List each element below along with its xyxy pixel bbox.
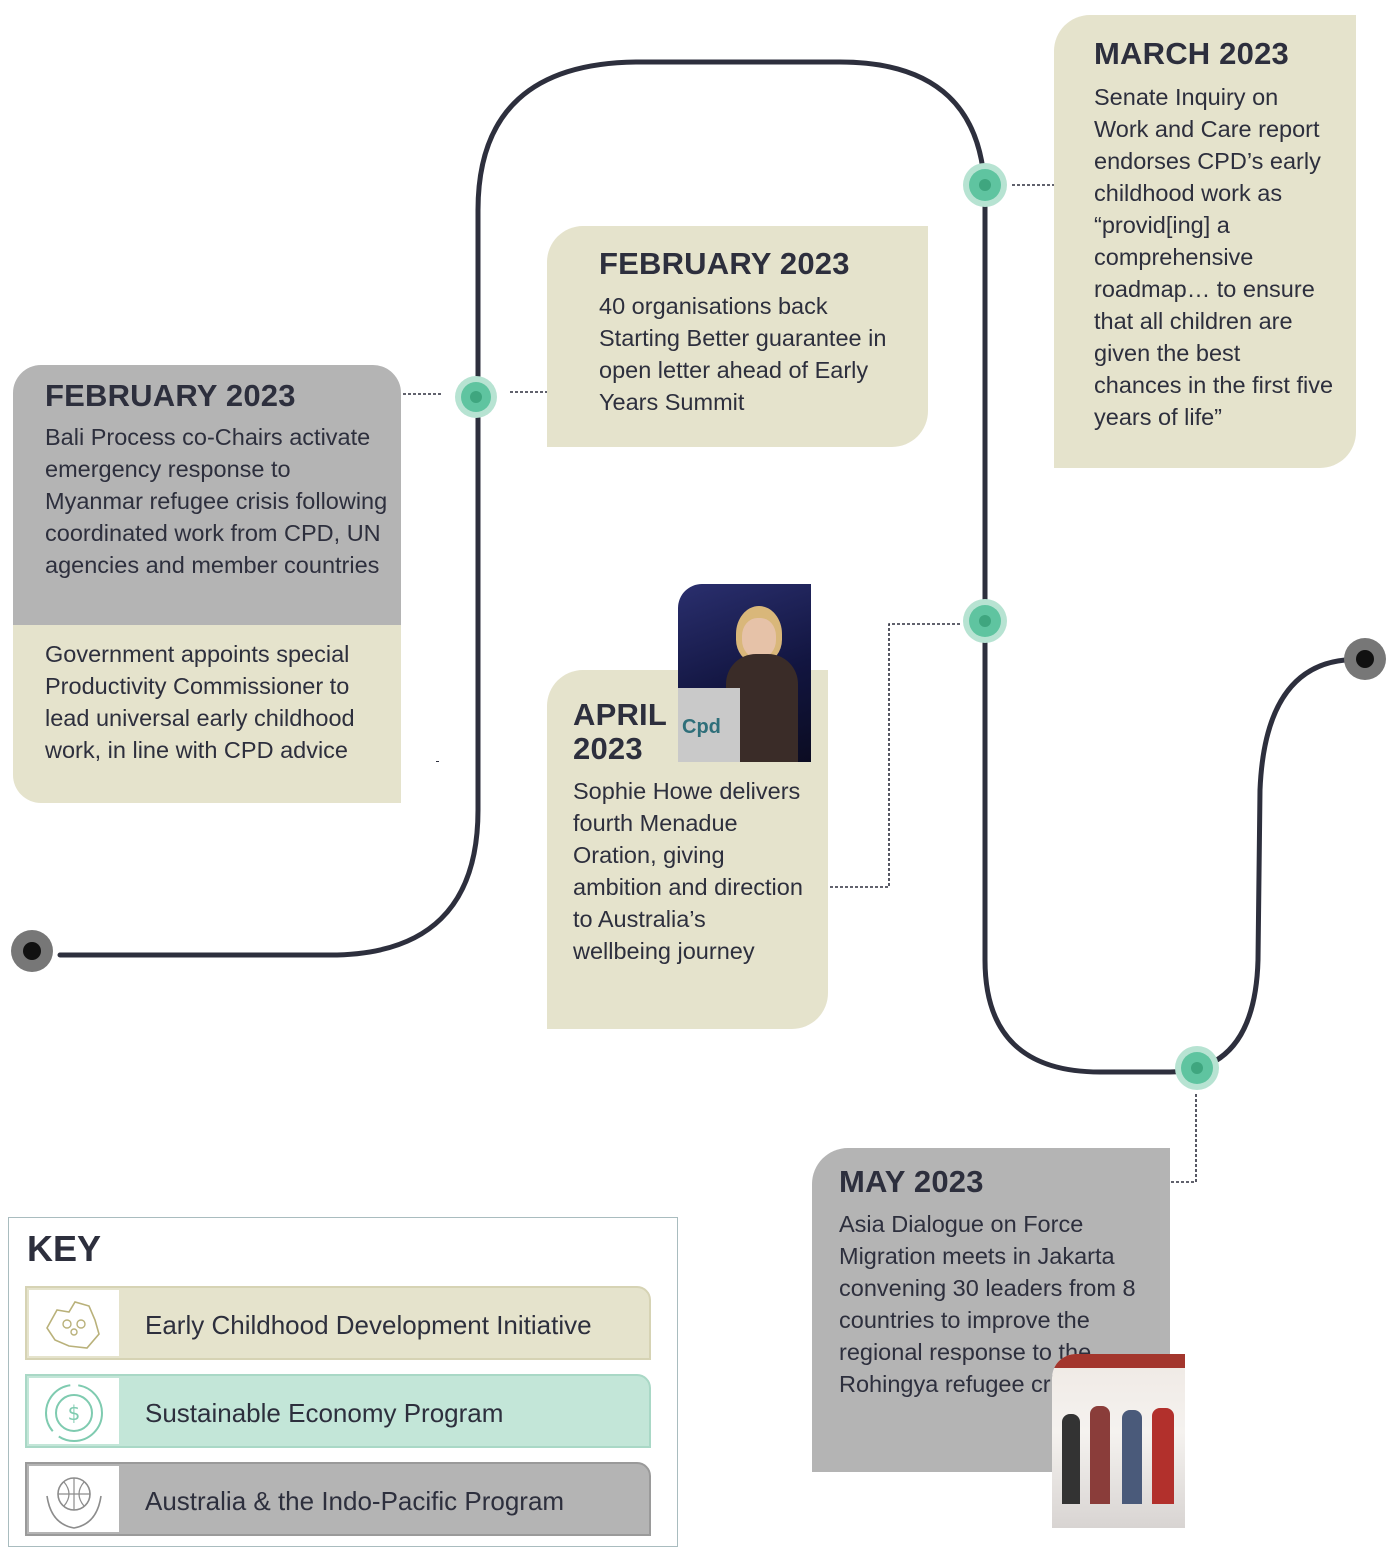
podium-logo: Cpd xyxy=(682,716,721,738)
timeline-node-may[interactable] xyxy=(1175,1046,1219,1090)
legend-label: Australia & the Indo-Pacific Program xyxy=(145,1486,565,1516)
globe-hands-icon xyxy=(27,1464,121,1534)
event-date: APRIL xyxy=(573,697,667,732)
event-date: FEBRUARY 2023 xyxy=(45,378,296,413)
speaker-photo: Cpd xyxy=(678,584,811,762)
event-date: MAY 2023 xyxy=(839,1164,984,1199)
event-text: Government appoints special Productivity… xyxy=(45,641,355,763)
timeline-node-april[interactable] xyxy=(963,599,1007,643)
timeline-node-feb-a[interactable] xyxy=(455,376,497,418)
legend-label: Early Childhood Development Initiative xyxy=(145,1310,592,1340)
timeline-end-endpoint xyxy=(1344,638,1386,680)
legend-label: Sustainable Economy Program xyxy=(145,1398,504,1428)
event-date: 2023 xyxy=(573,731,643,766)
stray-mark xyxy=(436,761,439,762)
legend-key: KEY Early Childhood Development Initiati… xyxy=(8,1217,678,1547)
event-date: MARCH 2023 xyxy=(1094,36,1289,71)
event-card-march-senate: MARCH 2023 Senate Inquiry on Work and Ca… xyxy=(1054,15,1356,468)
legend-item-early-childhood: Early Childhood Development Initiative xyxy=(25,1286,651,1360)
event-text: Senate Inquiry on Work and Care report e… xyxy=(1094,84,1334,430)
timeline-start-endpoint xyxy=(11,930,53,972)
timeline-node-march[interactable] xyxy=(963,163,1007,207)
australia-family-icon xyxy=(27,1288,121,1358)
legend-title: KEY xyxy=(27,1228,102,1269)
event-card-feb-starting-better: FEBRUARY 2023 40 organisations back Star… xyxy=(547,226,928,447)
event-text: Bali Process co-Chairs activate emergenc… xyxy=(45,424,388,578)
event-text: Sophie Howe delivers fourth Menadue Orat… xyxy=(573,778,803,964)
legend-item-sustainable-economy: $ Sustainable Economy Program xyxy=(25,1374,651,1448)
svg-text:$: $ xyxy=(68,1401,81,1425)
event-date: FEBRUARY 2023 xyxy=(599,246,850,281)
event-text: 40 organisations back Starting Better gu… xyxy=(599,293,887,415)
legend-item-indo-pacific: Australia & the Indo-Pacific Program xyxy=(25,1462,651,1536)
event-text: Asia Dialogue on Force Migration meets i… xyxy=(839,1211,1136,1397)
event-card-may-asia-dialogue: MAY 2023 Asia Dialogue on Force Migratio… xyxy=(812,1148,1170,1472)
event-card-feb-productivity: Government appoints special Productivity… xyxy=(13,625,401,803)
delegates-photo xyxy=(1052,1354,1185,1528)
event-card-feb-bali: FEBRUARY 2023 Bali Process co-Chairs act… xyxy=(13,365,401,625)
dollar-cycle-icon: $ xyxy=(27,1376,121,1446)
